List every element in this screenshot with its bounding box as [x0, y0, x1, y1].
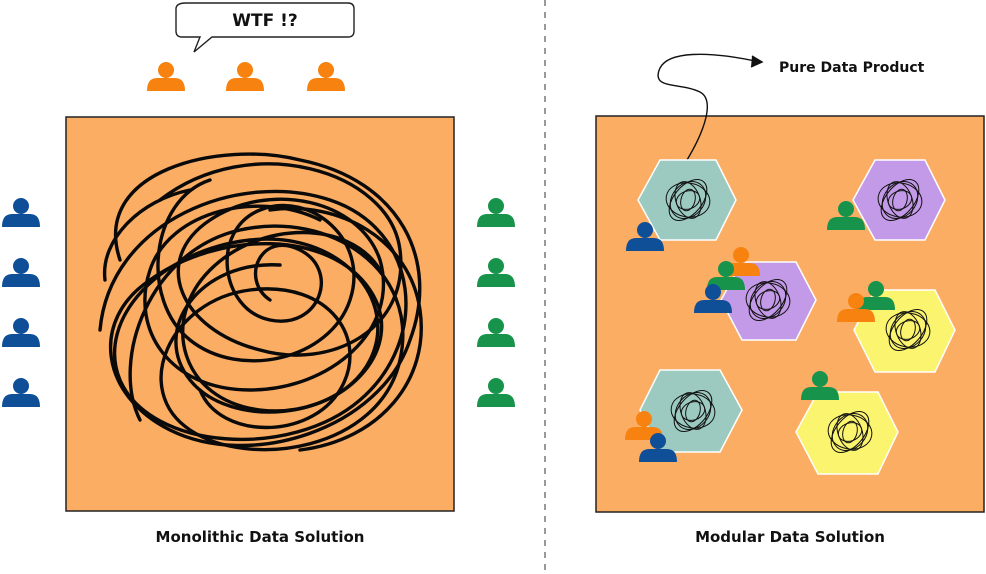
modular-caption: Modular Data Solution [695, 528, 885, 546]
person-icon [2, 198, 40, 227]
hexagon-module [639, 369, 743, 453]
hexagon-module [795, 391, 899, 475]
monolith-scribble [98, 152, 423, 452]
person-icon [477, 318, 515, 347]
person-icon [2, 318, 40, 347]
person-icon [477, 198, 515, 227]
hexagon-module [852, 159, 946, 241]
speech-bubble-text: WTF !? [232, 11, 298, 31]
person-icon [147, 62, 185, 91]
person-icon [307, 62, 345, 91]
small-scribbles [665, 179, 931, 453]
speech-bubble: WTF !? [175, 2, 355, 53]
person-icon [226, 62, 264, 91]
person-icon [2, 258, 40, 287]
hexagon-module [637, 159, 737, 241]
hexagon-module [853, 289, 956, 373]
person-icon [477, 258, 515, 287]
person-icon [477, 378, 515, 407]
curved-arrow-icon [657, 53, 764, 161]
hex-modules [637, 159, 956, 475]
monolith-caption: Monolithic Data Solution [156, 528, 365, 546]
person-icon [2, 378, 40, 407]
annotation-text: Pure Data Product [779, 60, 925, 76]
